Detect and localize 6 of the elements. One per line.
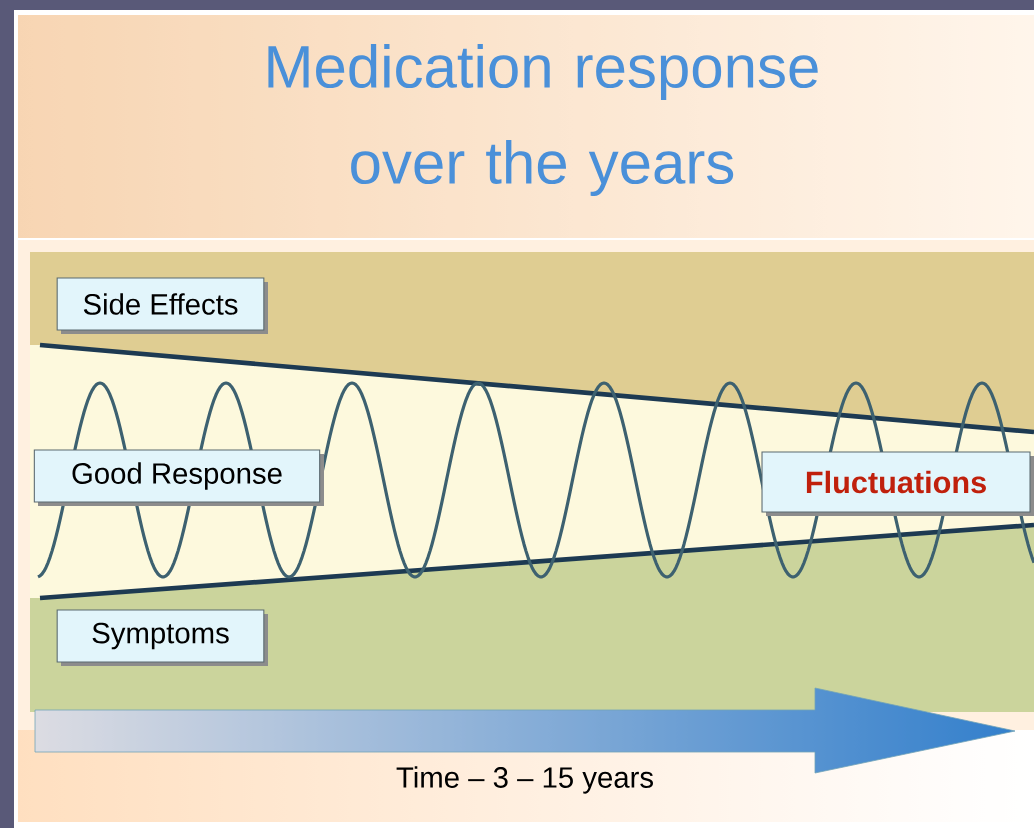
title: Medication response over the years: [268, 44, 818, 196]
label-box: Symptoms: [56, 609, 268, 666]
label-box: Good Response: [33, 449, 324, 506]
label-box: Side Effects: [56, 277, 268, 334]
axis-label: Time – 3 – 15 years: [396, 766, 653, 794]
label-box: Fluctuations: [761, 451, 1034, 516]
